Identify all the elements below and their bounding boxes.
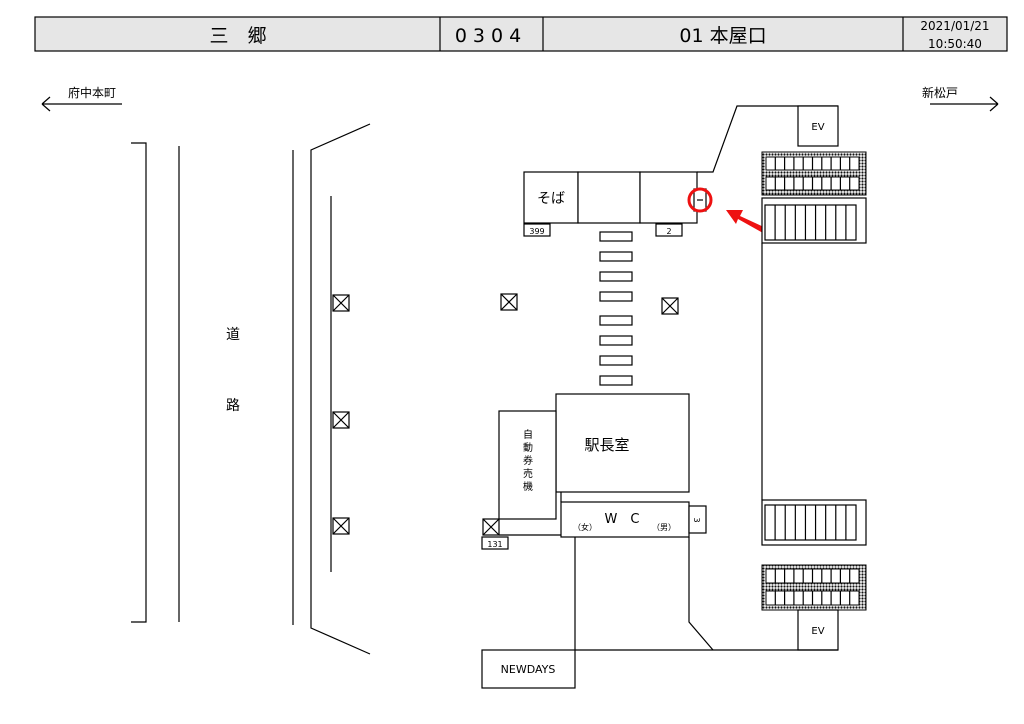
exit-name: 01 本屋口	[679, 25, 766, 47]
elevator-bottom	[797, 609, 839, 651]
station-master-room	[555, 393, 690, 493]
ticket-machine-area	[498, 410, 557, 520]
shop-right	[639, 171, 698, 224]
ticket-machine-label: 売	[523, 467, 533, 480]
ticket-machine-label: 機	[523, 480, 533, 493]
direction-left-label: 府中本町	[68, 85, 116, 100]
wc-label: W C	[605, 512, 640, 527]
stairs-top	[761, 151, 867, 244]
wc-female-label: （女）	[573, 522, 597, 532]
label-2: 2	[666, 227, 671, 236]
pillar-x-icon	[332, 411, 350, 429]
tactile-paving	[599, 231, 633, 386]
station-master-label: 駅長室	[584, 436, 629, 454]
ticket-machine-label: 券	[523, 454, 533, 467]
pointer-arrow-icon	[726, 210, 766, 233]
paving-block	[599, 251, 633, 262]
wc-male-label: （男）	[652, 523, 676, 532]
header-bar: 三 郷 0304 01 本屋口 2021/01/21 10:50:40	[34, 16, 1008, 52]
shop-middle	[577, 171, 641, 224]
arrow-left-icon	[41, 96, 122, 112]
ev-top-label: EV	[811, 122, 824, 133]
label-399: 399	[529, 227, 544, 236]
label-131: 131	[487, 540, 502, 549]
direction-left: 府中本町	[41, 85, 122, 112]
time: 10:50:40	[928, 37, 982, 51]
road-label-2: 路	[226, 398, 240, 414]
highlight-circle	[687, 187, 713, 213]
elevator-top	[797, 105, 839, 147]
stairs-bottom: EV	[761, 499, 867, 651]
road-area: 道 路	[131, 123, 371, 655]
newdays-shop	[481, 649, 576, 689]
arrow-right-icon	[930, 96, 999, 112]
paving-block	[599, 271, 633, 282]
direction-right-label: 新松戸	[922, 85, 958, 100]
paving-block	[599, 231, 633, 242]
ticket-machine-label: 自	[523, 428, 533, 441]
paving-block	[599, 375, 633, 386]
pillar-x-icon	[332, 294, 350, 312]
label-3: 3	[692, 517, 701, 522]
direction-right: 新松戸	[922, 85, 999, 112]
paving-block	[599, 291, 633, 302]
soba-label: そば	[537, 191, 565, 207]
shops-top: そば EV 399 2	[523, 105, 839, 237]
newdays-label: NEWDAYS	[501, 663, 556, 676]
ev-bottom-label: EV	[811, 626, 824, 637]
pillar-x-icon	[500, 293, 518, 311]
paving-block	[599, 315, 633, 326]
station-name: 三 郷	[209, 25, 266, 47]
station-code: 0304	[455, 25, 527, 47]
date: 2021/01/21	[920, 19, 989, 33]
pillar-x-icon	[332, 517, 350, 535]
road-label-1: 道	[226, 327, 240, 343]
paving-block	[599, 355, 633, 366]
pillar-x-icon	[661, 297, 679, 315]
paving-block	[599, 335, 633, 346]
ticket-machine-label: 動	[523, 441, 533, 454]
pillar-x-icon	[482, 518, 500, 536]
